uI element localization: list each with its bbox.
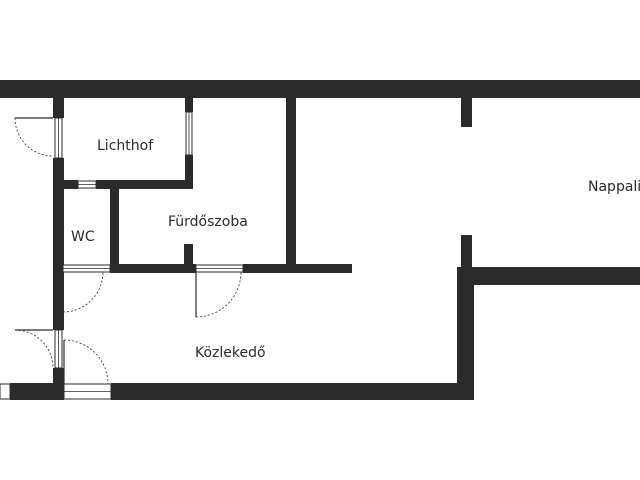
door-outer-left bbox=[14, 329, 54, 369]
wall-bottom bbox=[111, 383, 474, 400]
wall-living-stub-top bbox=[461, 98, 472, 127]
wall-bath-stub bbox=[184, 244, 193, 266]
room-label-wc: WC bbox=[71, 229, 95, 245]
window-wc bbox=[62, 264, 111, 273]
window-entrance bbox=[63, 383, 112, 400]
door-wc bbox=[62, 271, 104, 313]
window-lichthof-left bbox=[54, 117, 63, 159]
wall-top bbox=[0, 80, 640, 98]
windows bbox=[0, 111, 244, 400]
door-entrance bbox=[63, 339, 109, 385]
wall-wc-partition bbox=[110, 189, 119, 273]
room-label-kozlekedo: Közlekedő bbox=[195, 345, 266, 361]
wall-step-vertical bbox=[457, 267, 474, 400]
window-bathroom bbox=[195, 264, 244, 273]
wall-lichthof-side-bottom bbox=[185, 155, 193, 189]
wall-bath-living bbox=[286, 98, 296, 273]
room-label-nappali: Nappali bbox=[588, 179, 640, 195]
window-lichthof-bottom bbox=[77, 180, 97, 189]
wall-left-upper bbox=[53, 98, 64, 118]
wall-lichthof-left bbox=[64, 180, 78, 189]
room-label-furdoszoba: Fürdőszoba bbox=[168, 214, 248, 230]
wall-living-stub-bottom bbox=[461, 235, 472, 268]
door-bathroom bbox=[195, 271, 242, 318]
window-bottom-left bbox=[0, 383, 11, 400]
wall-lichthof-side-top bbox=[185, 98, 193, 112]
wall-step-horizontal bbox=[457, 267, 640, 285]
wall-bath-bottom-right bbox=[243, 264, 352, 273]
wall-wc-bottom bbox=[53, 264, 63, 273]
wall-bottom-left bbox=[10, 383, 64, 400]
room-label-lichthof: Lichthof bbox=[97, 138, 154, 154]
window-lichthof-right bbox=[185, 111, 193, 156]
wall-left-middle bbox=[53, 158, 64, 330]
door-lichthof-outer bbox=[14, 117, 54, 157]
room-labels: Lichthof WC Fürdőszoba Közlekedő Nappali bbox=[71, 138, 640, 361]
wall-bath-bottom-left bbox=[110, 264, 196, 273]
wall-lichthof-right bbox=[96, 180, 193, 189]
window-hall-left bbox=[54, 329, 63, 369]
doors bbox=[14, 117, 242, 385]
walls bbox=[0, 80, 640, 400]
